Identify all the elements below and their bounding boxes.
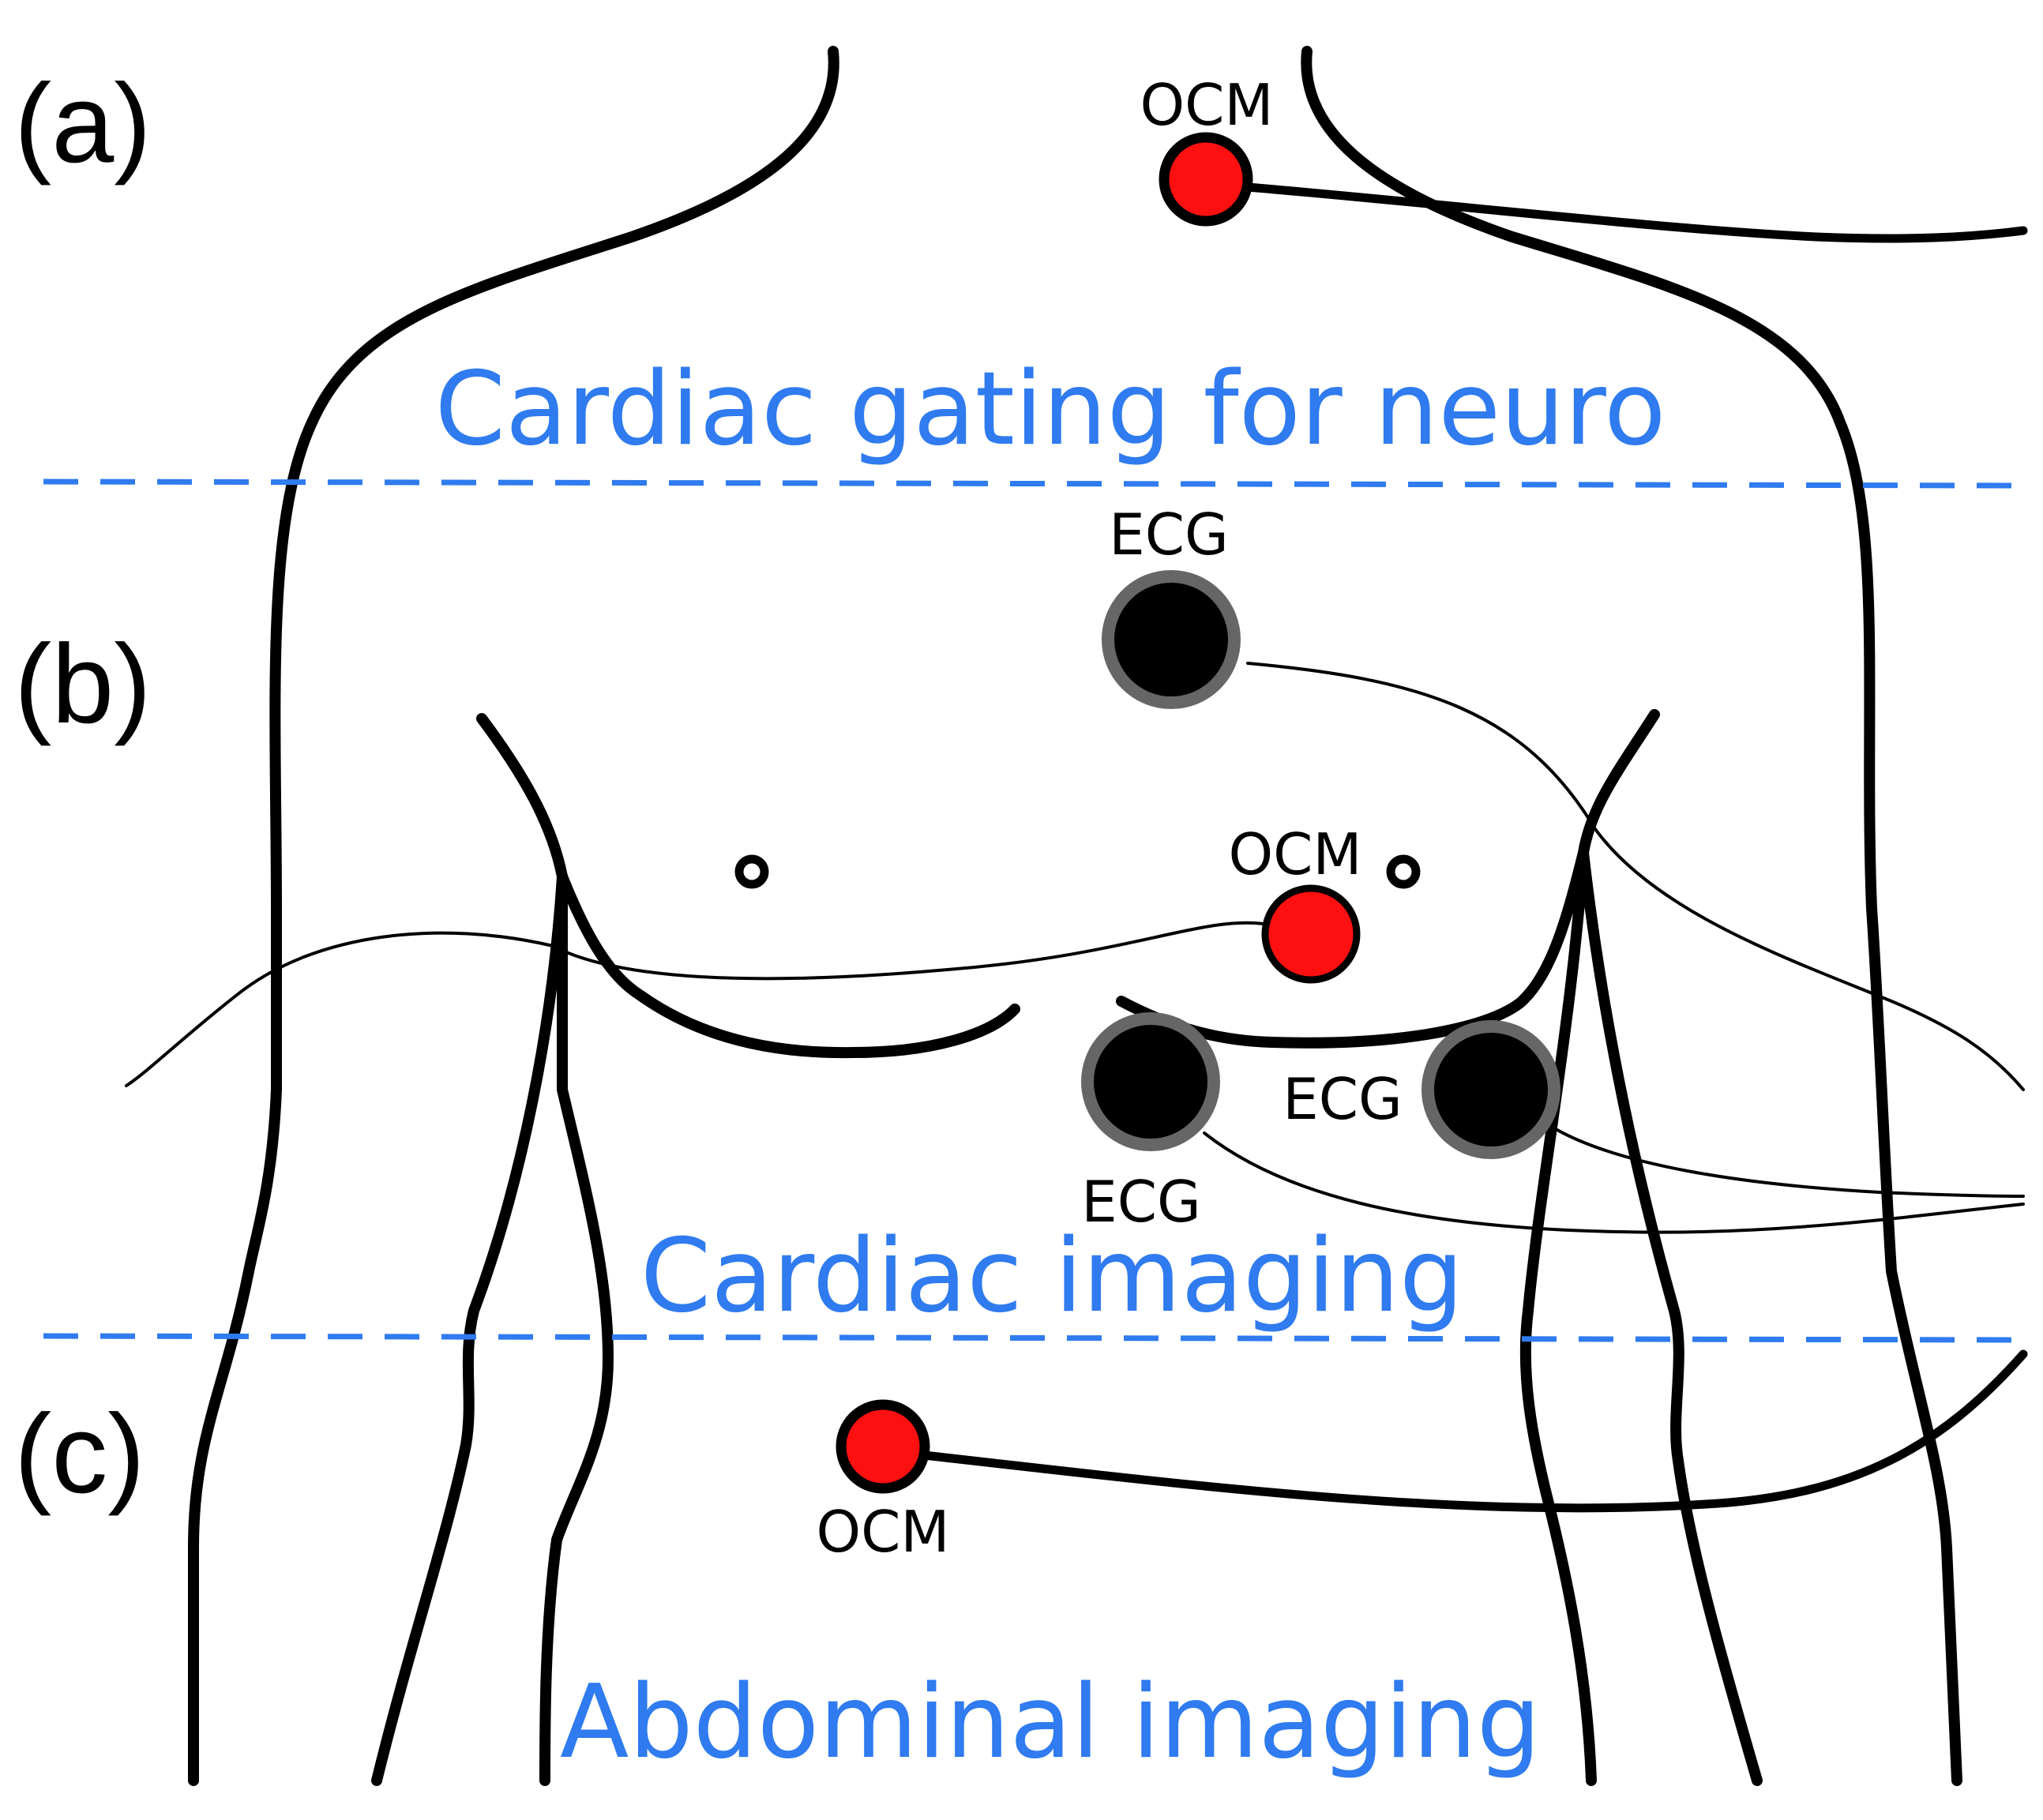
ocm-abdomen-wire: [919, 1349, 2028, 1513]
ocm-sensor-chest: [1261, 884, 1361, 984]
ocm-sensor-neck-dot: [1159, 132, 1253, 227]
ecg-electrode-lower-right: [1421, 1020, 1560, 1159]
ocm-sensor-abdomen: [836, 1399, 930, 1494]
ocm-chest-label: OCM: [1228, 821, 1361, 887]
right-neck-shoulder-arm-outline: [1301, 46, 1962, 1786]
ocm-neck-label: OCM: [1140, 72, 1273, 138]
ecg-lower-left-label: ECG: [1081, 1169, 1201, 1235]
region-label-abdominal: Abdominal imaging: [560, 1664, 1541, 1781]
ecg-lower-left-wire: [1203, 1131, 2025, 1234]
ecg-electrode-upper: [1102, 570, 1241, 709]
ecg-electrode-lower-left-disc: [1081, 1012, 1220, 1151]
ocm-sensor-neck: [1159, 132, 1253, 227]
left-pectoral-line: [557, 871, 1020, 1059]
divider-lower: [43, 1333, 2024, 1343]
left-torso-side-outline: [371, 871, 568, 1786]
right-torso-side-outline: [1578, 847, 1763, 1786]
panel-label-a: (a): [14, 61, 152, 186]
ecg-upper-label: ECG: [1109, 501, 1229, 568]
divider-upper: [43, 478, 2024, 489]
ecg-lower-right-label: ECG: [1283, 1066, 1403, 1132]
left-neck-shoulder-arm-outline: [188, 46, 839, 1786]
panel-label-c: (c): [14, 1391, 145, 1517]
ecg-upper-wire: [1246, 662, 2025, 1091]
panel-label-b: (b): [14, 621, 152, 747]
ocm-abdomen-label: OCM: [816, 1499, 949, 1565]
right-nipple: [1386, 854, 1421, 889]
sensor-wires: [125, 182, 2028, 1513]
ecg-electrode-upper-disc: [1102, 570, 1241, 709]
ecg-electrode-lower-right-disc: [1421, 1020, 1560, 1159]
ocm-chest-wire: [125, 921, 1265, 1087]
right-inner-arm-outline: [1519, 709, 1660, 1786]
region-label-cardiac: Cardiac imaging: [640, 1218, 1463, 1335]
ocm-sensor-abdomen-dot: [836, 1399, 930, 1494]
left-inner-arm-outline: [476, 713, 614, 1786]
left-nipple: [734, 854, 769, 889]
ocm-neck-wire: [1243, 182, 2028, 243]
ocm-sensor-chest-dot: [1261, 884, 1361, 984]
region-label-neuro: Cardiac gating for neuro: [435, 351, 1666, 468]
ecg-electrode-lower-left: [1081, 1012, 1220, 1151]
ecg-lower-right-wire: [1554, 1128, 2025, 1198]
torso-outline: [188, 46, 1962, 1786]
right-pectoral-line: [1116, 847, 1589, 1049]
